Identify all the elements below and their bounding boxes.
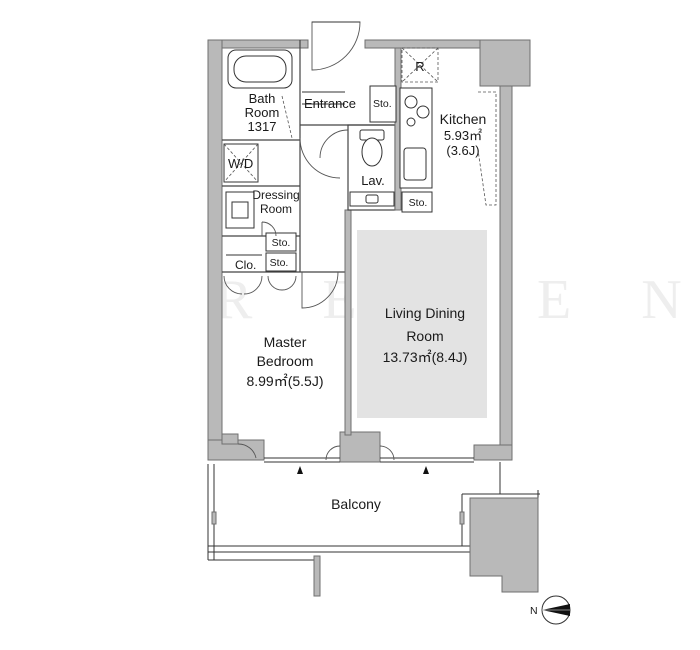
compass-icon	[541, 595, 571, 625]
master-label-line1: Master	[264, 334, 307, 350]
dressing-storage-label: Sto.	[272, 237, 291, 249]
living-floor-area	[357, 230, 487, 418]
entrance-storage-label: Sto.	[373, 98, 392, 110]
dressing-label-line1: Dressing	[252, 188, 299, 202]
living-label-line2: Room	[406, 328, 443, 344]
outer-walls	[207, 39, 531, 463]
compass-north-label: N	[530, 605, 538, 617]
living-label-line1: Living Dining	[385, 305, 465, 321]
bath-label-line2: Room	[245, 105, 280, 120]
bath-label-line1: Bath	[249, 91, 276, 106]
entrance-label: Entrance	[304, 96, 356, 111]
washer-label: W/D	[228, 156, 253, 171]
kitchen-jo: (3.6J)	[446, 143, 479, 158]
doors	[223, 21, 474, 463]
balcony-structure	[207, 462, 540, 597]
closet-label: Clo.	[235, 258, 256, 272]
dressing-label-line2: Room	[260, 202, 292, 216]
kitchen-storage-label: Sto.	[409, 197, 428, 209]
master-area: 8.99㎡(5.5J)	[246, 373, 323, 389]
lavatory-label: Lav.	[361, 173, 385, 188]
living-area: 13.73㎡(8.4J)	[383, 349, 468, 365]
kitchen-name: Kitchen	[440, 111, 487, 127]
partitions	[222, 40, 497, 436]
bath-label-line3: 1317	[248, 119, 277, 134]
kitchen-area: 5.93㎡	[444, 128, 482, 143]
refrigerator-label: R	[415, 59, 424, 74]
balcony-label: Balcony	[331, 496, 381, 512]
fixtures	[223, 49, 395, 272]
master-label-line2: Bedroom	[257, 353, 314, 369]
closet-storage-label: Sto.	[270, 257, 289, 269]
